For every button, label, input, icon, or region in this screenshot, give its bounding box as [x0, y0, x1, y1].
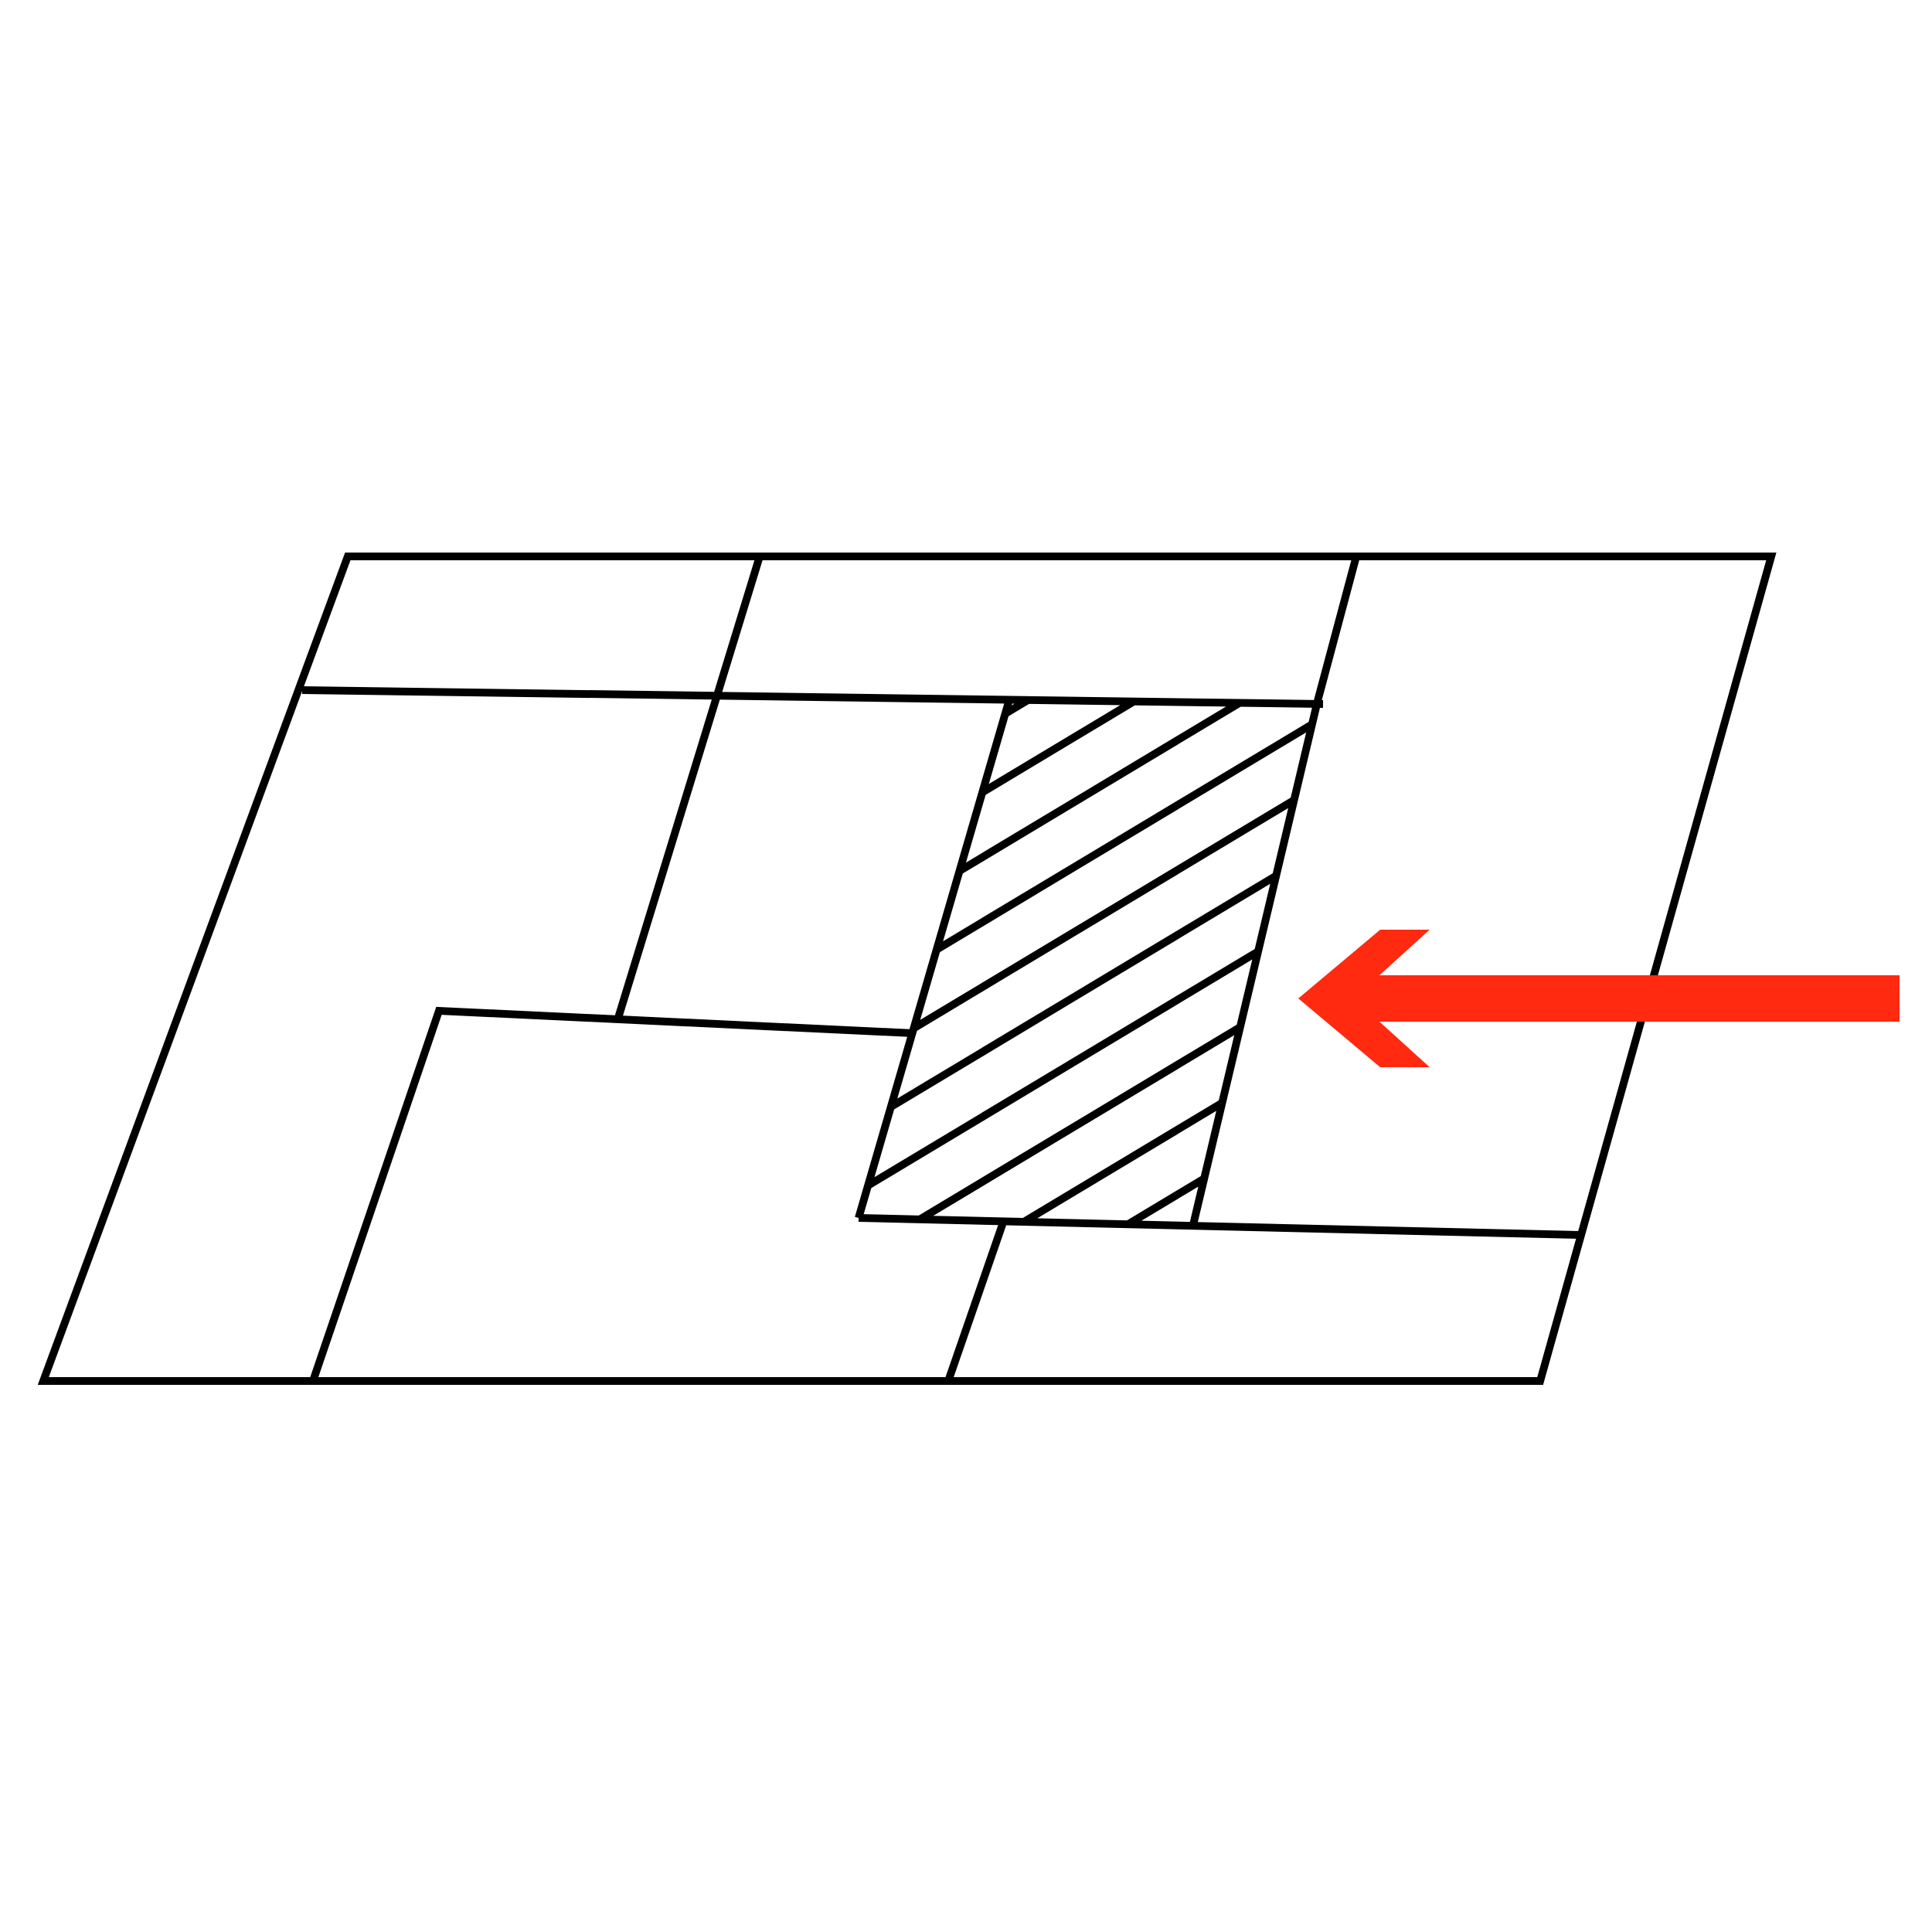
hatch-line — [811, 167, 1376, 505]
hatch-line — [859, 701, 1318, 899]
hatch-line — [859, 1137, 1318, 1228]
hatch-line — [859, 1072, 1318, 1228]
outer-parallelogram — [37, 553, 1777, 1385]
hatch-line — [811, 1270, 1376, 1609]
hatch-line — [859, 812, 1318, 1158]
lower-divider — [858, 1214, 1581, 1239]
slot-right-edge — [1189, 699, 1321, 1230]
hatch-line — [859, 701, 1318, 1029]
upper-divider — [301, 686, 1324, 708]
hatch-line — [811, 232, 1376, 570]
hatch-line — [859, 877, 1318, 1223]
top-separator-left — [715, 555, 764, 692]
hatch-line — [859, 701, 1318, 704]
hatch-line — [859, 701, 1318, 834]
hatch-line — [859, 942, 1318, 1228]
hatch-line — [859, 1202, 1318, 1228]
hatch-line — [859, 701, 1318, 769]
slot-left-edge — [855, 701, 1012, 1219]
lower-left-boundary — [309, 1006, 914, 1383]
arrow-left-icon — [1298, 930, 1900, 1067]
bottom-separator — [944, 1219, 1008, 1385]
top-separator-right — [1314, 555, 1360, 702]
hatch-line — [859, 701, 1318, 964]
middle-left-separator — [614, 689, 723, 1019]
hatch-line — [811, 102, 1376, 440]
hatch-lines — [811, 37, 1376, 1739]
hatch-line — [811, 37, 1376, 376]
hatch-line — [811, 297, 1376, 635]
hatch-line — [811, 1400, 1376, 1739]
hatch-line — [811, 1335, 1376, 1674]
hatch-line — [859, 1007, 1318, 1228]
